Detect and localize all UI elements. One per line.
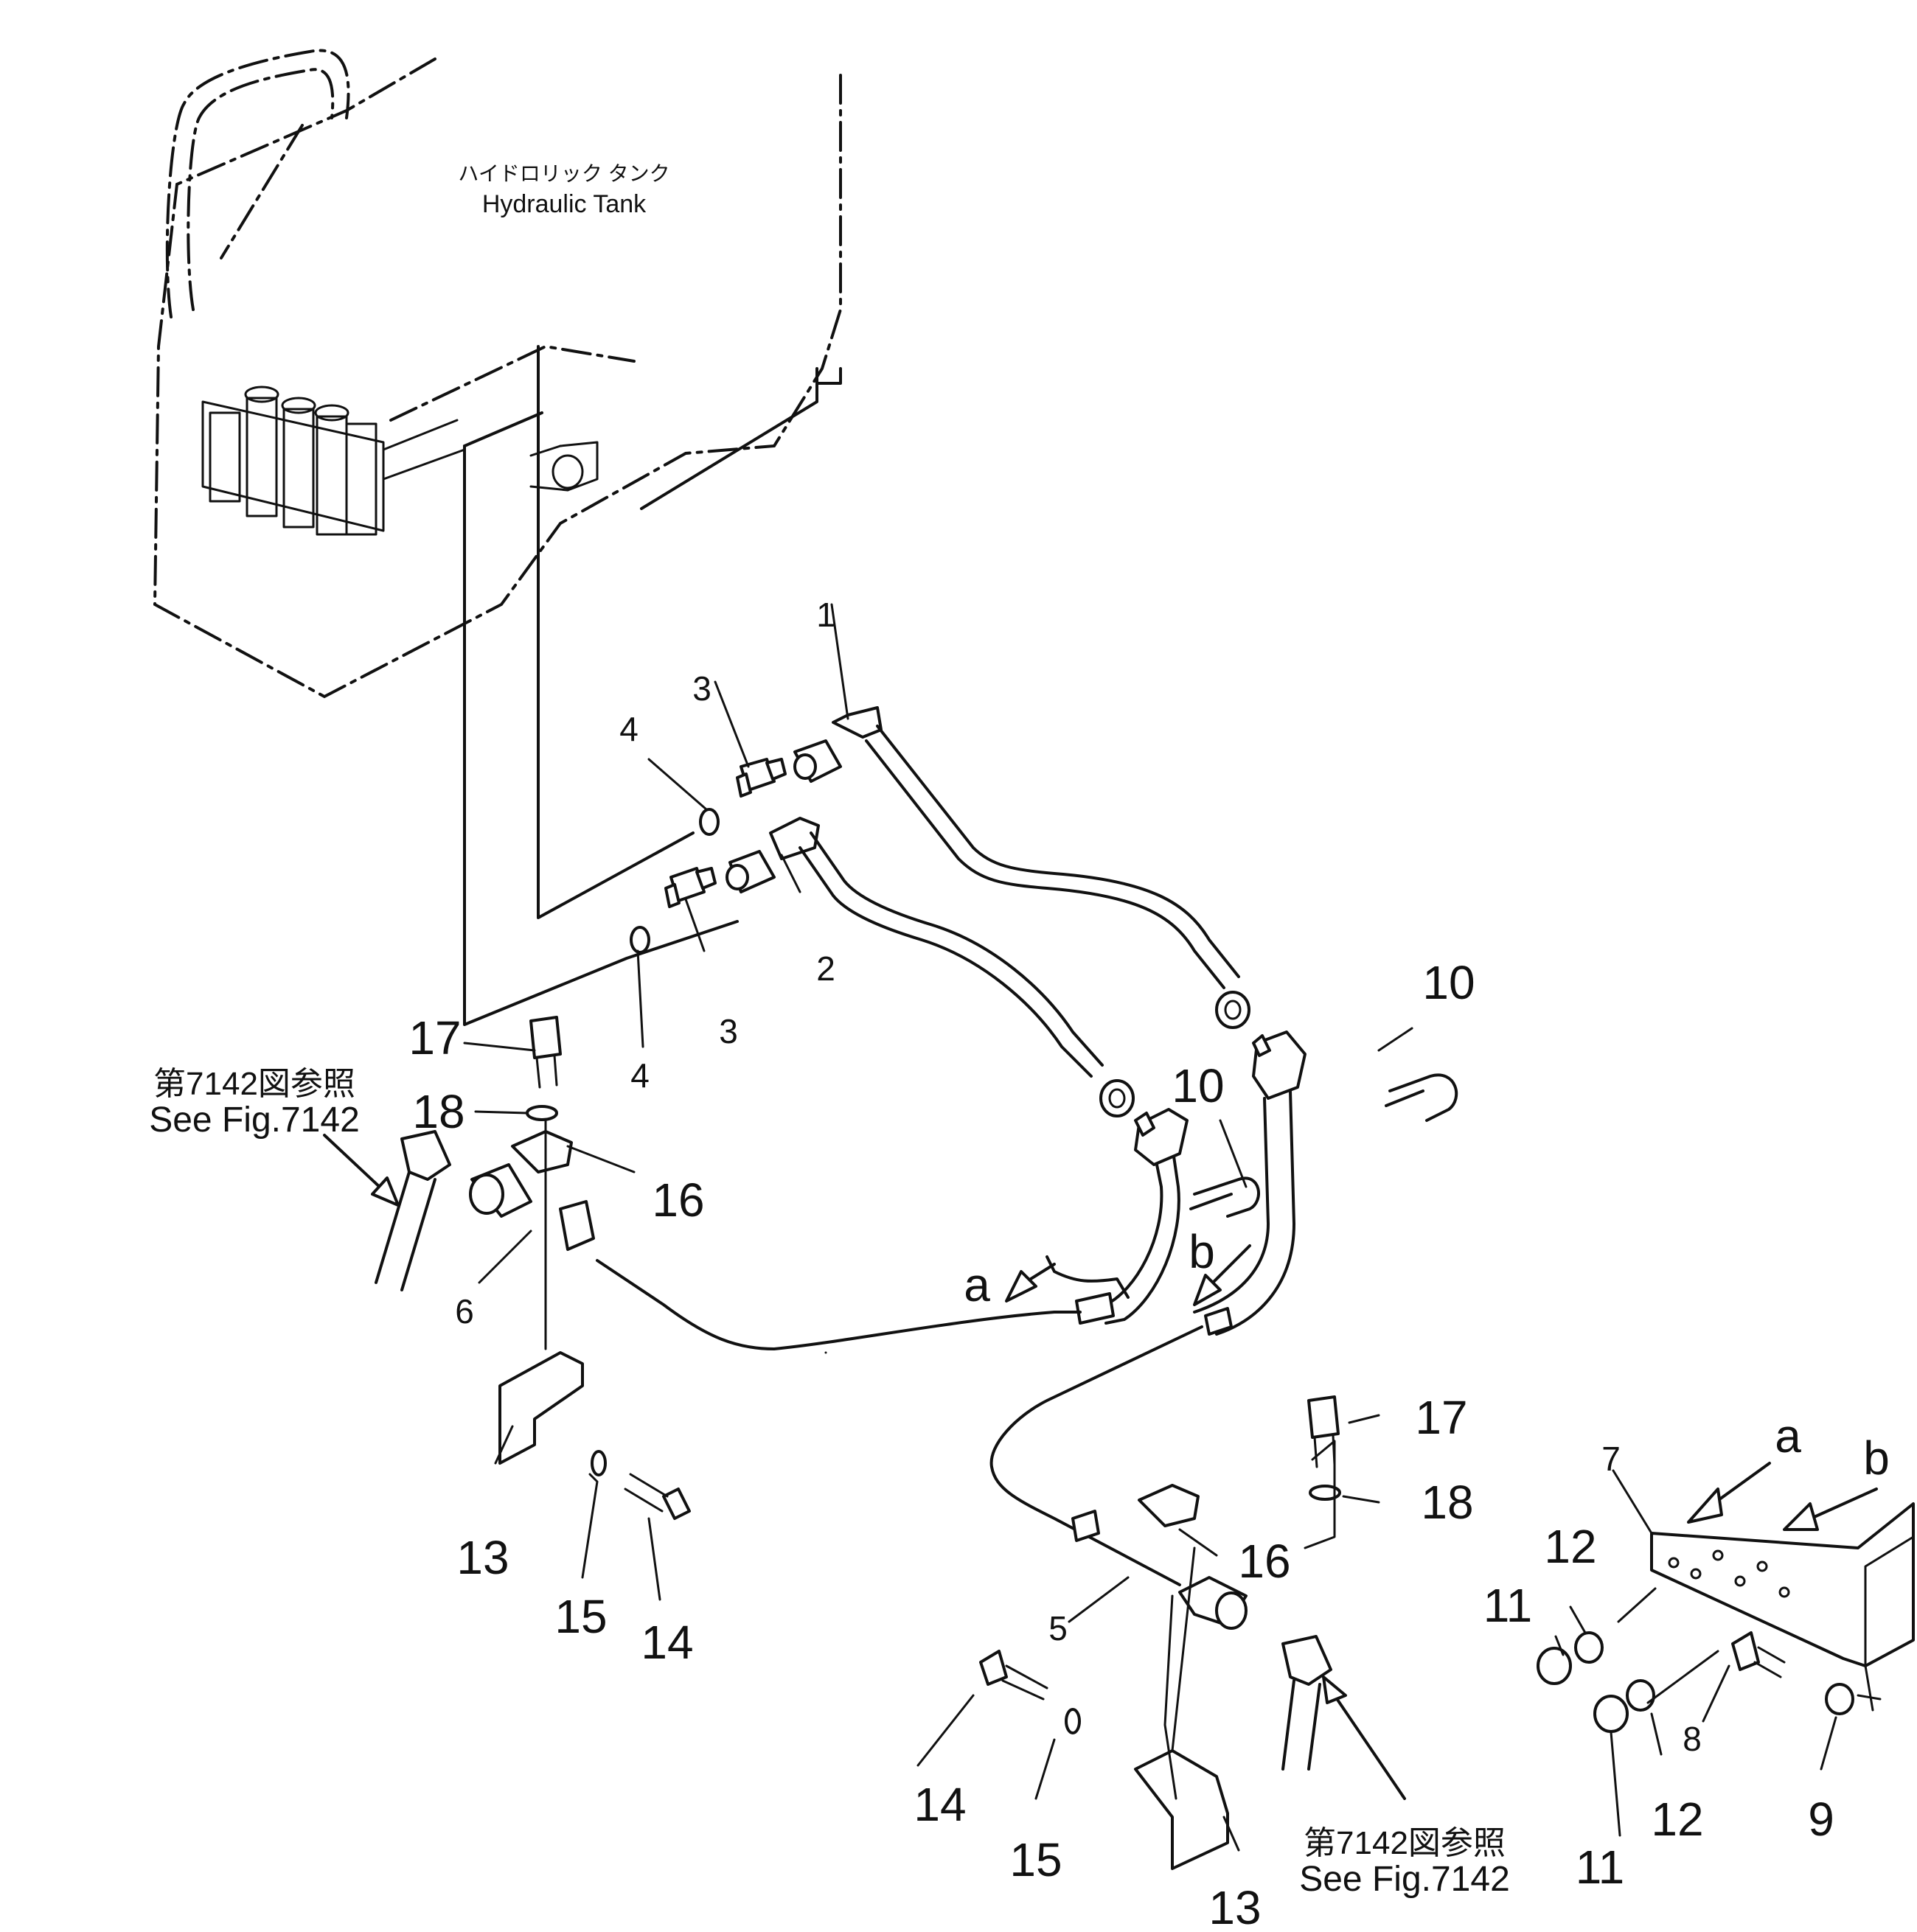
bolt-17-left <box>529 1016 562 1089</box>
clamp-16-left <box>511 1130 573 1174</box>
washer-15-left <box>591 1450 607 1476</box>
callout-2: 2 <box>816 949 835 988</box>
bracket-13-right <box>1134 1749 1229 1870</box>
callout-3a: 3 <box>692 669 712 708</box>
u-bolt-10-lower <box>1189 1176 1260 1218</box>
callout-14a: 14 <box>641 1616 693 1669</box>
callout-10b: 10 <box>1172 1059 1224 1112</box>
bolt-8 <box>1731 1631 1786 1678</box>
callout-1: 1 <box>816 596 835 634</box>
callout-11b: 11 <box>1576 1841 1624 1894</box>
callout-14b: 14 <box>914 1778 966 1831</box>
callout-9: 9 <box>1808 1793 1834 1846</box>
hose-5 <box>989 1030 1307 1630</box>
ref-left-en: See Fig.7142 <box>149 1101 360 1140</box>
washer-12-upper <box>1574 1631 1604 1664</box>
clamp-16-right <box>1138 1484 1200 1527</box>
callout-16a: 16 <box>652 1174 704 1227</box>
ref-right-en: See Fig.7142 <box>1299 1860 1510 1899</box>
callout-5: 5 <box>1048 1609 1068 1647</box>
callout-13a: 13 <box>456 1531 509 1584</box>
elbow-right-fig-7142 <box>1281 1635 1332 1771</box>
u-bolt-10-upper <box>1385 1073 1458 1122</box>
callout-10a: 10 <box>1422 956 1475 1009</box>
leader-lines <box>463 603 1882 1852</box>
callout-18b: 18 <box>1421 1476 1473 1529</box>
ref-right-jp: 第7142図参照 <box>1304 1825 1506 1861</box>
callout-17b: 17 <box>1415 1391 1467 1444</box>
ref-left-jp: 第7142図参照 <box>153 1066 355 1102</box>
o-ring-upper <box>699 808 720 836</box>
marker-a-bracket: a <box>1775 1409 1801 1462</box>
tank-fitting <box>529 441 599 492</box>
hose-6 <box>469 1108 1189 1350</box>
callout-15b: 15 <box>1009 1833 1062 1886</box>
washer-18-right <box>1309 1485 1341 1501</box>
adapter-upper <box>736 758 787 798</box>
hose-1 <box>793 706 1250 1029</box>
marker-b-bracket: b <box>1863 1431 1890 1485</box>
callout-8: 8 <box>1683 1720 1702 1758</box>
callout-12b: 12 <box>1651 1793 1703 1846</box>
bolt-14-right <box>979 1650 1048 1701</box>
marker-b-hose: b <box>1189 1225 1215 1278</box>
title-en: Hydraulic Tank <box>482 190 647 218</box>
callout-4b: 4 <box>630 1056 650 1095</box>
adapter-lower <box>664 867 717 908</box>
washer-15-right <box>1065 1708 1081 1734</box>
callout-13b: 13 <box>1208 1881 1261 1932</box>
control-valve-block <box>201 386 466 536</box>
callout-16b: 16 <box>1238 1535 1290 1588</box>
callout-17a: 17 <box>408 1011 461 1064</box>
bracket-13-left <box>498 1351 584 1465</box>
callout-11a: 11 <box>1483 1579 1532 1632</box>
callout-18a: 18 <box>412 1085 465 1138</box>
nut-11-upper <box>1537 1647 1572 1685</box>
title-jp: ハイドロリック タンク <box>458 162 669 185</box>
washer-18-left <box>526 1105 558 1121</box>
callout-6: 6 <box>455 1292 474 1331</box>
hydraulic-tank-outline <box>153 49 842 699</box>
callout-12a: 12 <box>1544 1520 1596 1573</box>
nut-11-lower <box>1593 1695 1629 1733</box>
bracket-7 <box>1650 1502 1915 1667</box>
callout-3b: 3 <box>719 1012 738 1050</box>
hose-2 <box>726 817 1135 1117</box>
washer-12-lower <box>1626 1679 1655 1712</box>
arrows <box>323 1134 1878 1800</box>
elbow-left-fig-7142 <box>375 1130 451 1291</box>
o-ring-lower <box>630 926 650 954</box>
tank-frame <box>463 345 739 1026</box>
callout-15a: 15 <box>554 1590 607 1643</box>
washer-9 <box>1825 1683 1854 1715</box>
bolt-14-left <box>624 1473 691 1520</box>
marker-a-hose: a <box>964 1258 990 1311</box>
callout-4a: 4 <box>619 710 639 748</box>
callout-7: 7 <box>1601 1440 1621 1478</box>
